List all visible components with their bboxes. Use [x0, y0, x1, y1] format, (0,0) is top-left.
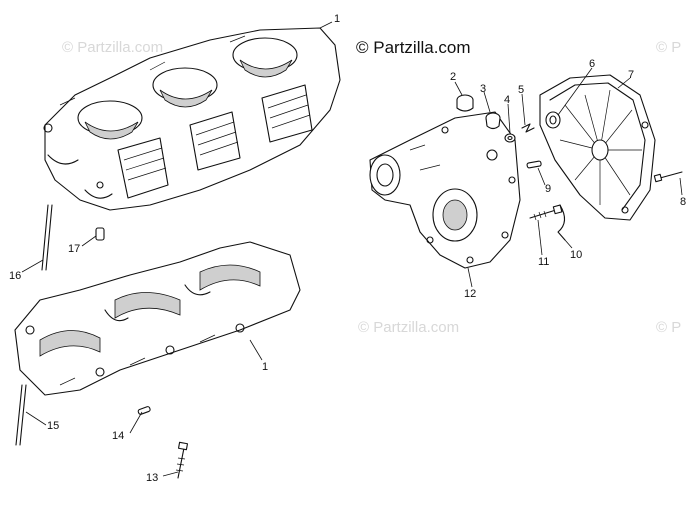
callout-1-lower: 1 [262, 361, 268, 373]
washer-part-4 [504, 133, 516, 143]
seal-part-6 [545, 111, 561, 129]
callout-14: 14 [112, 430, 124, 442]
callout-7: 7 [628, 69, 634, 81]
bolt-part-11 [529, 204, 563, 221]
leader-lines [21, 21, 683, 477]
lower-crankcase [14, 241, 301, 396]
stud-part-16 [41, 204, 53, 271]
callout-9: 9 [545, 183, 551, 195]
dowel-part-17 [95, 227, 105, 241]
clip-part-10 [557, 204, 566, 241]
callout-4: 4 [504, 94, 510, 106]
callout-5: 5 [518, 84, 524, 96]
upper-crankcase [43, 27, 341, 211]
watermark-top-right: © P [656, 39, 681, 56]
watermark-middle-right: © P [656, 319, 681, 336]
pin-part-9 [526, 160, 542, 169]
callout-1-upper: 1 [334, 13, 340, 25]
housing-cover [539, 74, 656, 221]
callout-11: 11 [538, 256, 549, 268]
callout-12: 12 [464, 288, 476, 300]
bushing-part-2 [456, 94, 474, 112]
watermark-top-left: © Partzilla.com [62, 39, 163, 56]
brand-watermark: © Partzilla.com [356, 38, 471, 57]
screw-part-8 [653, 171, 683, 183]
callout-10: 10 [570, 249, 582, 261]
plug-part-3 [485, 112, 501, 130]
dowel-part-14 [137, 406, 151, 415]
callout-8: 8 [680, 196, 686, 208]
callout-15: 15 [47, 420, 59, 432]
callout-3: 3 [480, 83, 486, 95]
watermark-middle: © Partzilla.com [358, 319, 459, 336]
callout-6: 6 [589, 58, 595, 70]
callout-2: 2 [450, 71, 456, 83]
clip-part-5 [521, 123, 535, 133]
stud-part-15 [15, 384, 27, 446]
callout-17: 17 [68, 243, 80, 255]
bolt-part-13 [175, 441, 189, 479]
callout-13: 13 [146, 472, 158, 484]
callout-16: 16 [9, 270, 21, 282]
magneto-housing [369, 111, 521, 269]
